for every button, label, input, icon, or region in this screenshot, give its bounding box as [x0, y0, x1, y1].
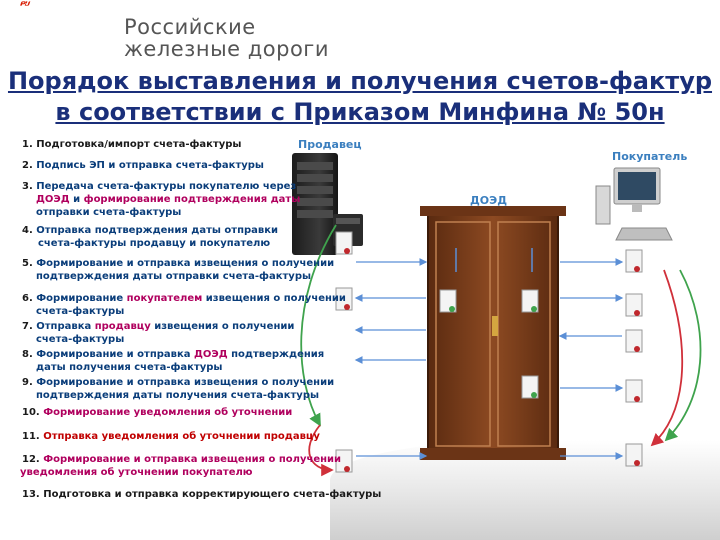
step-4: 4. Отправка подтверждения даты отправки …	[22, 224, 278, 250]
step-text: подтверждения даты отправки счета-фактур…	[36, 271, 312, 282]
step-text: Отправка	[36, 321, 92, 332]
step-3: 3. Передача счета-фактуры покупателю чер…	[22, 180, 300, 219]
step-text: счета-фактуры продавцу и покупателю	[38, 238, 271, 249]
step-text: Подпись ЭП и отправка счета-фактуры	[36, 160, 264, 171]
step-13: 13. Подготовка и отправка корректирующег…	[22, 488, 381, 501]
step-number: 7.	[22, 321, 33, 332]
step-10: 10. Формирование уведомления об уточнени…	[22, 406, 292, 419]
step-5: 5. Формирование и отправка извещения о п…	[22, 257, 334, 283]
step-text: Подготовка/импорт счета-фактуры	[36, 139, 242, 150]
brand-line-2: железные дороги	[124, 37, 329, 61]
step-text: подтверждения	[231, 349, 325, 360]
buyer-label: Покупатель	[612, 150, 688, 163]
step-number: 6.	[22, 293, 33, 304]
step-text: даты получения счета-фактуры	[36, 362, 223, 373]
step-text: Отправка уведомления об уточнении продав…	[43, 431, 320, 442]
step-7: 7. Отправка продавцу извещения о получен…	[22, 320, 294, 346]
step-text: подтверждения даты получения счета-факту…	[36, 390, 320, 401]
step-text: Формирование	[36, 293, 124, 304]
step-number: 9.	[22, 377, 33, 388]
step-number: 11.	[22, 431, 40, 442]
brand-line-1: Российские	[124, 15, 256, 39]
step-number: 4.	[22, 225, 33, 236]
step-text: Формирование и отправка извещения о полу…	[43, 454, 342, 465]
buyer-computer-icon	[595, 167, 673, 241]
step-text-highlight: ДОЭД	[36, 194, 70, 205]
step-text-highlight: продавцу	[94, 321, 151, 332]
step-text: отправки счета-фактуры	[36, 207, 182, 218]
step-text-highlight: ДОЭД	[193, 349, 228, 360]
step-text-highlight: покупателем	[126, 293, 203, 304]
step-text-highlight: формирование подтверждения даты	[83, 194, 301, 205]
step-text: Формирование и отправка	[36, 349, 191, 360]
step-text: и	[73, 194, 81, 205]
step-text: Формирование уведомления об уточнении	[43, 407, 293, 418]
step-12: 12. Формирование и отправка извещения о …	[20, 453, 342, 479]
step-number: 10.	[22, 407, 40, 418]
step-number: 13.	[22, 489, 40, 500]
step-text: счета-фактуры	[36, 334, 125, 345]
step-9: 9. Формирование и отправка извещения о п…	[22, 376, 334, 402]
step-number: 5.	[22, 258, 33, 269]
seller-label: Продавец	[298, 138, 362, 151]
step-text: извещения о получении	[154, 321, 295, 332]
step-text: Подготовка и отправка корректирующего сч…	[43, 489, 382, 500]
step-8: 8. Формирование и отправка ДОЭД подтверж…	[22, 348, 324, 374]
step-number: 1.	[22, 139, 33, 150]
brand-name: Российские железные дороги	[124, 16, 329, 60]
step-number: 3.	[22, 181, 33, 192]
doed-label: ДОЭД	[470, 194, 508, 207]
step-11: 11. Отправка уведомления об уточнении пр…	[22, 430, 320, 443]
step-text: уведомления об уточнении покупателю	[20, 467, 253, 478]
step-text: извещения о получении	[205, 293, 346, 304]
step-6: 6. Формирование покупателем извещения о …	[22, 292, 346, 318]
step-number: 12.	[22, 454, 40, 465]
step-text: Формирование и отправка извещения о полу…	[36, 377, 335, 388]
step-text: Отправка подтверждения даты отправки	[36, 225, 279, 236]
page-title: Порядок выставления и получения счетов-ф…	[7, 67, 713, 126]
step-text: Формирование и отправка извещения о полу…	[36, 258, 335, 269]
step-1: 1. Подготовка/импорт счета-фактуры	[22, 138, 241, 151]
step-number: 8.	[22, 349, 33, 360]
doed-cabinet-icon	[420, 206, 566, 460]
step-text: счета-фактуры	[36, 306, 125, 317]
step-number: 2.	[22, 160, 33, 171]
step-text: Передача счета-фактуры покупателю через	[36, 181, 297, 192]
step-2: 2. Подпись ЭП и отправка счета-фактуры	[22, 159, 264, 172]
